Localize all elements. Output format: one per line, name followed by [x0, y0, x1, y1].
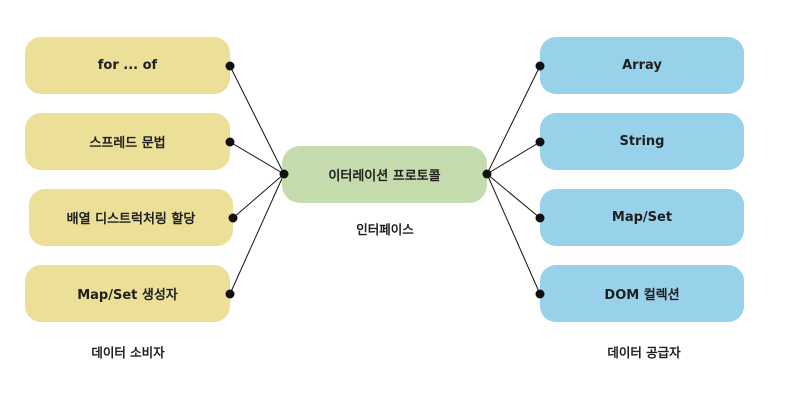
endpoint-dot-array — [535, 61, 545, 71]
iteration-protocol-node: 이터레이션 프로토콜 — [282, 146, 487, 203]
consumers-caption: 데이터 소비자 — [91, 345, 165, 360]
connector-line-spread — [229, 141, 285, 175]
supplier-array-label: Array — [622, 58, 662, 73]
suppliers-caption: 데이터 공급자 — [607, 345, 681, 360]
endpoint-dot-for-of — [225, 61, 235, 71]
connector-line-map-set-constructor — [229, 173, 285, 295]
supplier-array: Array — [540, 37, 744, 94]
supplier-map-set: Map/Set — [540, 189, 744, 246]
endpoint-dot-destructuring — [228, 213, 238, 223]
consumer-map-set-constructor-label: Map/Set 생성자 — [77, 288, 178, 303]
connector-line-map-set — [486, 173, 541, 219]
supplier-map-set-label: Map/Set — [611, 210, 673, 225]
endpoint-dot-spread — [225, 137, 235, 147]
endpoint-dot-protocol-left — [279, 169, 289, 179]
consumer-map-set-constructor: Map/Set 생성자 — [25, 265, 230, 322]
endpoint-dot-map-set — [535, 213, 545, 223]
consumer-spread-syntax-label: 스프레드 문법 — [89, 136, 166, 151]
consumer-for-of: for ... of — [25, 37, 230, 94]
endpoint-dot-map-set-constructor — [225, 289, 235, 299]
connector-line-string — [486, 141, 541, 175]
consumer-array-destructuring: 배열 디스트럭처링 할당 — [29, 189, 233, 246]
consumer-spread-syntax: 스프레드 문법 — [25, 113, 230, 170]
connector-line-array — [486, 65, 541, 175]
iteration-protocol-label: 이터레이션 프로토콜 — [328, 169, 441, 184]
connector-line-destructuring — [232, 173, 285, 219]
supplier-dom-collection: DOM 컬렉션 — [540, 265, 744, 322]
supplier-string: String — [540, 113, 744, 170]
endpoint-dot-dom-collection — [535, 289, 545, 299]
interface-caption: 인터페이스 — [356, 222, 414, 237]
endpoint-dot-string — [535, 137, 545, 147]
endpoint-dot-protocol-right — [482, 169, 492, 179]
consumer-for-of-label: for ... of — [97, 58, 158, 73]
consumer-array-destructuring-label: 배열 디스트럭처링 할당 — [66, 212, 196, 227]
supplier-string-label: String — [619, 134, 665, 149]
connector-line-for-of — [229, 65, 285, 175]
connector-line-dom-collection — [486, 173, 541, 295]
supplier-dom-collection-label: DOM 컬렉션 — [604, 288, 680, 303]
